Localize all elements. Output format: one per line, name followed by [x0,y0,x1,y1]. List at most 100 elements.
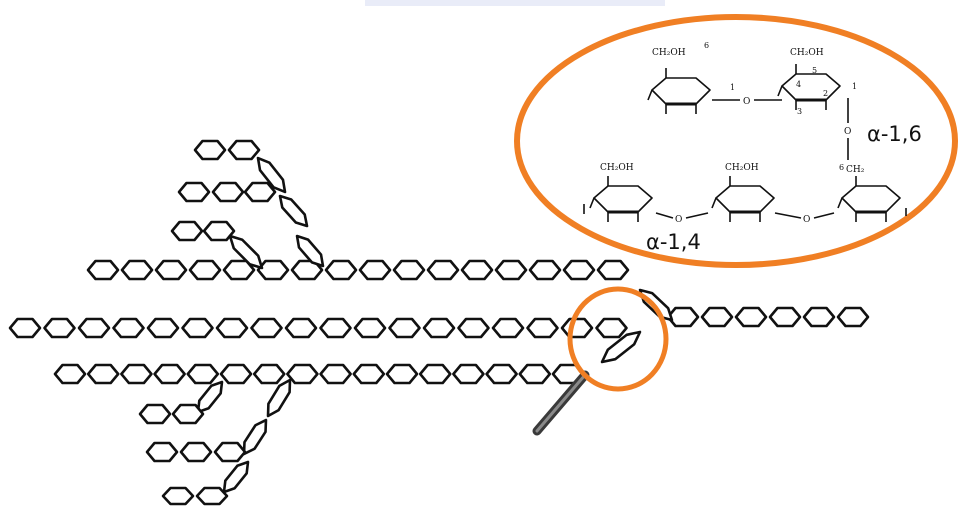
glucose-unit-upper-chain [86,259,120,281]
glucose-unit-lower-chain [319,363,352,385]
branch-link-h [222,460,250,494]
glucose-unit-main-chain [388,317,421,339]
branch-link-a [256,156,287,194]
branch-link-d [295,234,325,268]
glucose-unit-branch-f [179,441,213,463]
glucose-unit-main-chain [526,317,559,339]
glucose-unit-upper-chain [256,259,290,281]
branch-link-f [266,378,292,418]
ring-number-1-a: 1 [730,83,735,92]
glucose-unit-branch-c [170,220,204,242]
glucose-unit-lower-chain [518,363,552,385]
ch2oh-label-3: CH₂OH [600,163,634,173]
chemical-structure: O O O O CH₂OH CH₂OH CH₂OH CH₂OH CH₂ 6 1 … [583,41,907,225]
glucose-unit-lower-chain [418,363,452,385]
glucose-unit-right-extension [734,306,768,328]
branch-link-b [278,194,309,228]
glucose-unit-branch-g [195,486,229,506]
glucose-unit-lower-chain [252,363,286,385]
glucose-unit-main-chain [250,317,283,339]
ring-number-4: 4 [796,80,801,89]
glucose-unit-branch-b [177,181,211,203]
glucose-unit-upper-chain [188,259,222,281]
glucose-unit-upper-chain [120,259,154,281]
glucose-unit-right-extension [666,306,700,328]
glucose-unit-upper-chain [460,259,494,281]
branch-link-c [228,234,264,270]
glucose-unit-branch-e [171,403,205,425]
branch-link-lower-right [600,330,642,364]
glucose-unit-upper-chain [426,259,460,281]
ring-number-5: 5 [812,66,817,75]
glycosidic-bond-bottom-2 [774,212,802,219]
bridge-oxygen-16: O [844,127,851,137]
glucose-unit-upper-chain [358,259,392,281]
glucose-unit-right-extension [768,306,802,328]
glucose-unit-lower-chain [352,363,386,385]
glucose-unit-lower-chain [219,363,253,385]
alpha-1-6-label: α-1,6 [867,122,922,146]
glucose-unit-main-chain [353,317,387,339]
top-watermark [365,0,665,6]
glucose-unit-branch-a [193,139,227,161]
glucose-unit-lower-chain [53,363,87,385]
glucose-unit-main-chain [457,317,490,339]
ch2oh-label-4: CH₂OH [725,163,759,173]
ring-number-1-b: 1 [852,82,857,91]
glucose-unit-main-chain [284,317,318,339]
glucose-unit-right-extension [836,306,870,328]
glucose-unit-upper-chain [154,259,188,281]
glucose-unit-branch-b [243,181,277,203]
glucose-unit-upper-chain [222,259,256,281]
glucose-unit-main-chain [77,317,111,339]
highlight-small-circle [567,286,669,392]
bridge-oxygen-top: O [743,97,750,107]
glycosidic-bond-bottom-1 [655,212,674,219]
glucose-unit-right-extension [700,306,734,328]
glucose-unit-upper-chain [596,259,630,281]
glucose-unit-upper-chain [562,259,596,281]
glucose-unit-branch-f [145,441,179,463]
glucose-unit-branch-f [213,441,247,463]
alpha-1-4-label: α-1,4 [646,230,701,254]
glucose-unit-main-chain [112,317,145,339]
ring-number-6-b: 6 [839,163,844,172]
magnifying-glass-icon [532,370,590,436]
glucose-unit-main-chain [181,317,214,339]
glucose-unit-lower-chain [186,363,220,385]
glucose-unit-main-chain [560,317,594,339]
glucose-unit-upper-chain [528,259,562,281]
glucose-unit-lower-chain [485,363,518,385]
glucose-unit-upper-chain [392,259,426,281]
glucose-unit-main-chain [595,317,628,339]
glucose-unit-upper-chain [290,259,324,281]
glucose-unit-main-chain [43,317,76,339]
glucose-unit-branch-g [161,486,195,506]
bridge-oxygen-bottom-1: O [675,215,682,225]
ring-number-6: 6 [704,41,709,50]
glucose-unit-main-chain [8,317,42,339]
glucose-unit-branch-c [202,220,236,242]
glucose-unit-lower-chain [120,363,153,385]
glucose-unit-branch-e [138,403,172,425]
glucose-unit-branch-a [227,139,261,161]
glucose-unit-upper-chain [494,259,528,281]
ring-number-3: 3 [797,107,802,116]
bridge-oxygen-bottom-2: O [803,215,810,225]
glucose-unit-right-extension [802,306,836,328]
glucose-unit-upper-chain [324,259,358,281]
highlight-large-ellipse [514,14,958,268]
ch2-label: CH₂ [846,165,865,175]
glucose-unit-lower-chain [86,363,120,385]
glucose-unit-main-chain [215,317,249,339]
glucose-unit-lower-chain [452,363,485,385]
ring-number-2: 2 [823,89,828,98]
glucose-unit-lower-chain [153,363,186,385]
ch2oh-label-1: CH₂OH [652,48,686,58]
glucose-unit-main-chain [146,317,180,339]
ch2oh-label-2: CH₂OH [790,48,824,58]
glucose-unit-main-chain [319,317,352,339]
glucose-unit-lower-chain [385,363,419,385]
glucose-unit-branch-b [211,181,245,203]
